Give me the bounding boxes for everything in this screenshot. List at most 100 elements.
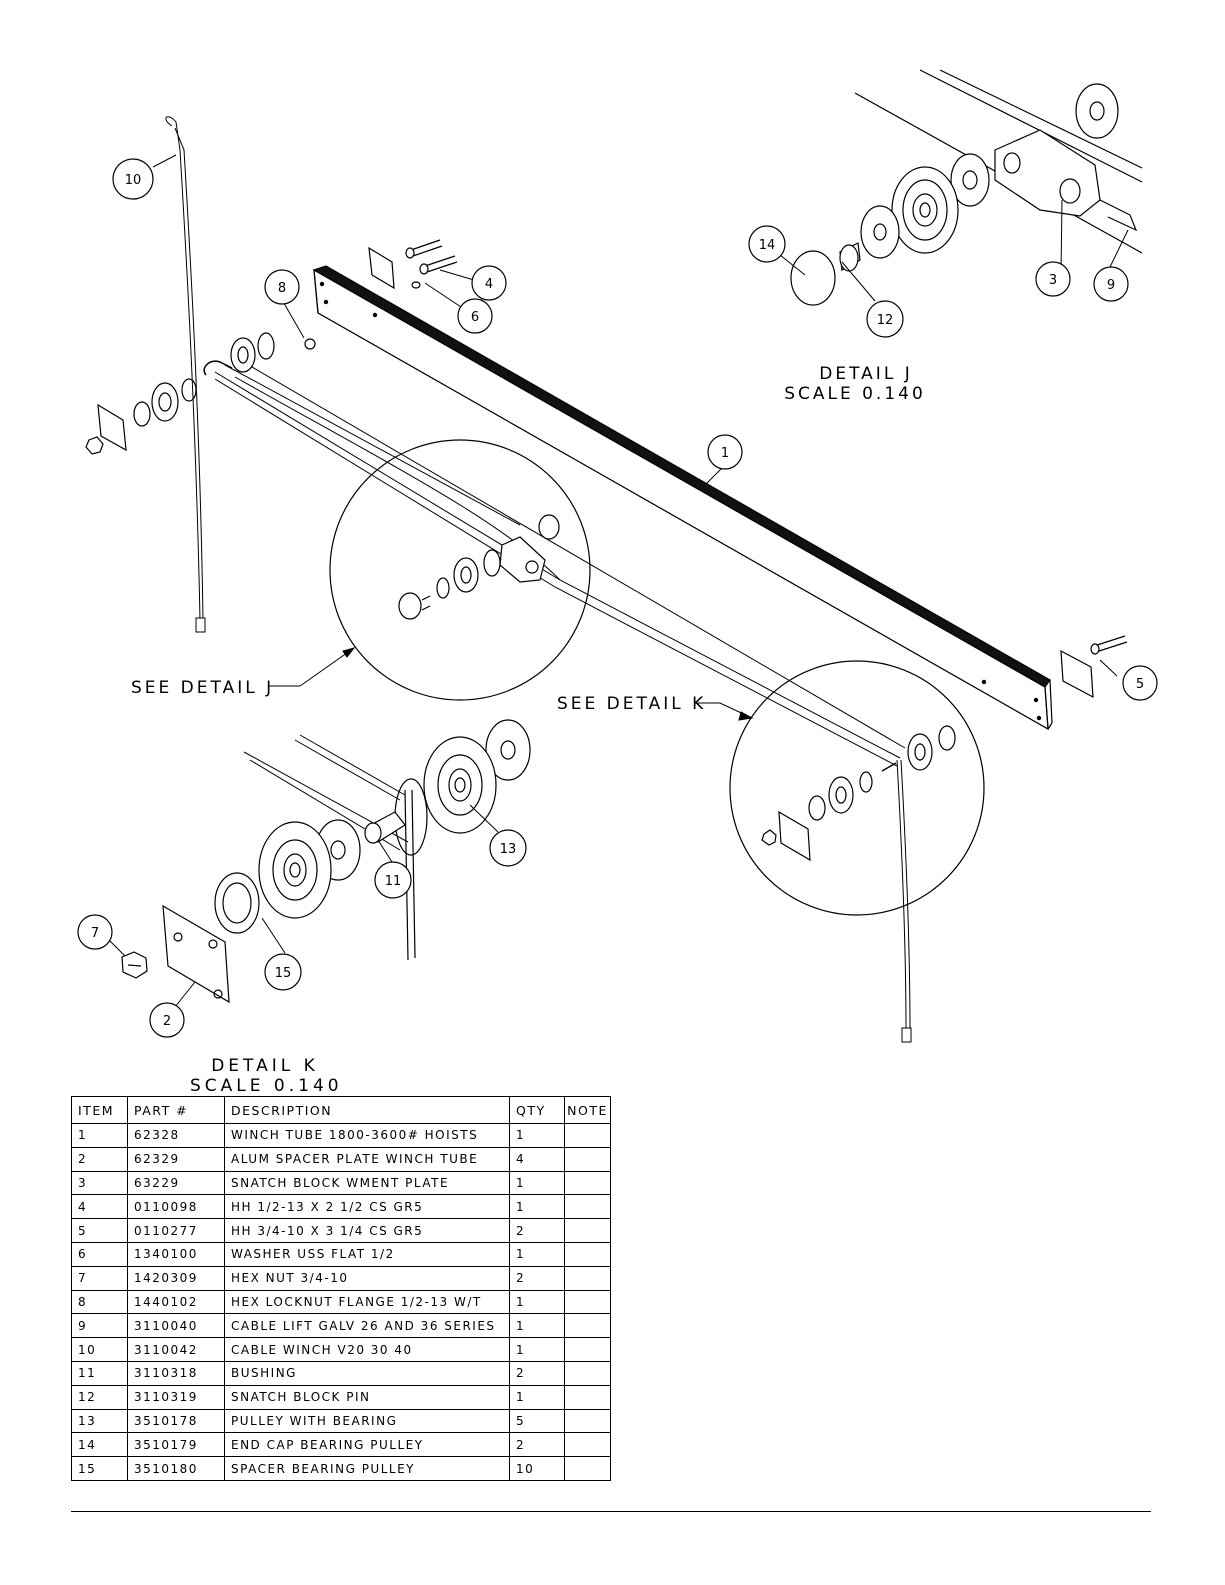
cell-part-number: 62328 [127, 1123, 225, 1148]
cell-qty: 1 [509, 1384, 565, 1410]
cell-description: WINCH TUBE 1800-3600# HOISTS [224, 1123, 510, 1148]
cell-note [564, 1241, 611, 1267]
cell-note [564, 1337, 611, 1362]
detail-k-view [121, 719, 531, 1004]
svg-text:11: 11 [385, 874, 402, 889]
cell-note [564, 1360, 611, 1386]
cables [165, 116, 912, 1043]
col-item-header: ITEM [71, 1096, 128, 1124]
cell-item: 6 [71, 1241, 128, 1267]
svg-text:10: 10 [125, 173, 142, 188]
cell-part-number: 1420309 [127, 1265, 225, 1291]
cell-description: PULLEY WITH BEARING [224, 1408, 510, 1434]
col-qty-header: QTY [509, 1096, 565, 1124]
cell-part-number: 3510180 [127, 1456, 225, 1481]
detail-j-reference-circle [329, 439, 591, 701]
cell-qty: 1 [509, 1337, 565, 1362]
see-detail-j-label: SEE DETAIL J [131, 678, 274, 698]
callout-15: 15 [264, 953, 302, 991]
leader-lines [109, 154, 1129, 1008]
cell-description: CABLE WINCH V20 30 40 [224, 1337, 510, 1362]
cell-note [564, 1146, 611, 1172]
svg-text:1: 1 [721, 446, 729, 461]
svg-text:2: 2 [163, 1014, 171, 1029]
callout-12: 12 [866, 300, 904, 338]
top-bolt-hardware [368, 239, 458, 290]
cell-qty: 1 [509, 1313, 565, 1339]
cell-note [564, 1384, 611, 1410]
cell-qty: 10 [509, 1456, 565, 1481]
cell-part-number: 63229 [127, 1170, 225, 1196]
svg-text:3: 3 [1049, 273, 1057, 288]
cell-note [564, 1123, 611, 1148]
detail-k-title: DETAIL K [211, 1056, 319, 1076]
page-footer-rule [71, 1511, 1151, 1512]
detail-j-title: DETAIL J [819, 364, 912, 384]
cell-part-number: 3110040 [127, 1313, 225, 1339]
callout-13: 13 [489, 829, 527, 867]
cell-part-number: 0110098 [127, 1194, 225, 1220]
cell-item: 12 [71, 1384, 128, 1410]
cell-qty: 1 [509, 1289, 565, 1315]
cell-qty: 2 [509, 1360, 565, 1386]
winch-tube [312, 265, 1053, 731]
cell-item: 13 [71, 1408, 128, 1434]
cell-part-number: 3110319 [127, 1384, 225, 1410]
callout-4: 4 [471, 265, 507, 301]
svg-text:15: 15 [275, 966, 292, 981]
cell-description: HH 3/4-10 X 3 1/4 CS GR5 [224, 1218, 510, 1243]
cell-note [564, 1432, 611, 1458]
svg-text:6: 6 [471, 310, 479, 325]
left-end-hardware [85, 332, 316, 455]
callout-10: 10 [112, 158, 154, 200]
detail-k-caption: DETAIL K SCALE 0.140 [190, 1056, 340, 1096]
callout-5: 5 [1122, 665, 1158, 701]
cell-item: 1 [71, 1123, 128, 1148]
cell-part-number: 3510178 [127, 1408, 225, 1434]
svg-text:12: 12 [877, 313, 894, 328]
cell-qty: 1 [509, 1123, 565, 1148]
callout-1: 1 [707, 434, 743, 470]
see-detail-k-label: SEE DETAIL K [557, 694, 706, 714]
svg-text:14: 14 [759, 238, 776, 253]
cell-qty: 2 [509, 1432, 565, 1458]
cell-note [564, 1218, 611, 1243]
svg-text:4: 4 [485, 277, 493, 292]
cell-note [564, 1265, 611, 1291]
cell-item: 14 [71, 1432, 128, 1458]
cell-item: 9 [71, 1313, 128, 1339]
cell-note [564, 1313, 611, 1339]
cell-item: 7 [71, 1265, 128, 1291]
cell-part-number: 1440102 [127, 1289, 225, 1315]
cell-part-number: 3510179 [127, 1432, 225, 1458]
cell-qty: 1 [509, 1241, 565, 1267]
cell-part-number: 3110042 [127, 1337, 225, 1362]
cell-description: ALUM SPACER PLATE WINCH TUBE [224, 1146, 510, 1172]
cell-qty: 1 [509, 1170, 565, 1196]
cell-description: HH 1/2-13 X 2 1/2 CS GR5 [224, 1194, 510, 1220]
svg-text:9: 9 [1107, 278, 1115, 293]
cell-part-number: 62329 [127, 1146, 225, 1172]
cell-part-number: 3110318 [127, 1360, 225, 1386]
cell-part-number: 0110277 [127, 1218, 225, 1243]
cell-item: 4 [71, 1194, 128, 1220]
svg-text:5: 5 [1136, 677, 1144, 692]
callout-14: 14 [748, 225, 786, 263]
